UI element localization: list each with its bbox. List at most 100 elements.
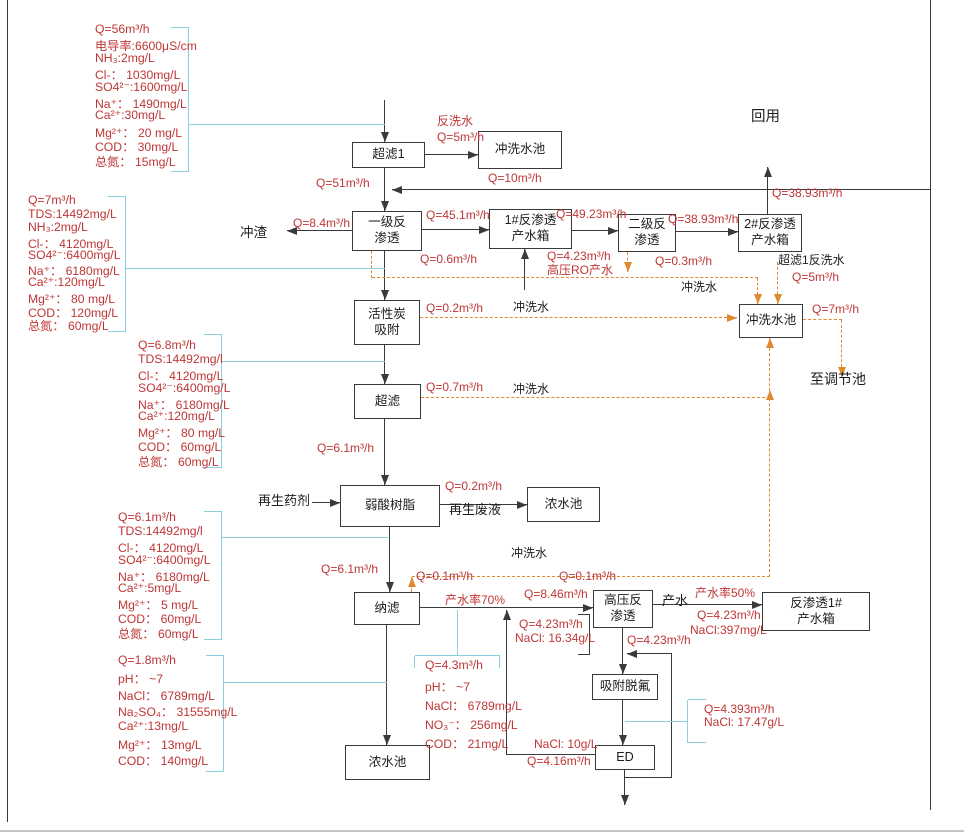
label-regen-agent: 再生药剂 bbox=[258, 493, 311, 508]
label-slag: 冲渣 bbox=[240, 225, 267, 240]
label-flushwater-4: 冲洗水 bbox=[511, 546, 548, 560]
arrowhead bbox=[392, 185, 402, 194]
param-line: Cl-： 4120mg/L bbox=[118, 541, 204, 556]
label-q8-46: Q=8.46m³/h bbox=[524, 587, 588, 601]
label-q0-1-b: Q=0.1m³/h bbox=[559, 569, 617, 583]
arrowhead bbox=[773, 294, 782, 304]
label-q6-1-lower: Q=6.1m³/h bbox=[321, 562, 379, 576]
label-q10: Q=10m³/h bbox=[488, 171, 542, 185]
box-adsorption-defluorination: 吸附脱氟 bbox=[592, 674, 658, 700]
wash-line bbox=[841, 320, 843, 377]
param-line: NH₃:2mg/L bbox=[95, 50, 155, 65]
arrowhead bbox=[752, 600, 762, 609]
param-line: Mg²⁺： 13mg/L bbox=[118, 737, 202, 752]
label-q5-right: Q=5m³/h bbox=[792, 270, 840, 284]
arrowhead bbox=[618, 735, 627, 745]
box-second-stage-ro: 二级反 渗透 bbox=[618, 214, 676, 252]
flow-line bbox=[384, 251, 386, 300]
label-q4-393: Q=4.393m³/h bbox=[704, 702, 775, 716]
param-line: Ca²⁺:120mg/L bbox=[28, 275, 105, 290]
bracket-line bbox=[625, 721, 688, 723]
param-line: Ca²⁺:13mg/L bbox=[118, 718, 189, 733]
param-line: Mg²⁺： 80 mg/L bbox=[138, 426, 226, 441]
param-line: SO4²⁻:6400mg/L bbox=[118, 552, 211, 567]
label-nacl-17-47: NaCl: 17.47g/L bbox=[704, 715, 785, 729]
flow-line bbox=[384, 100, 386, 142]
label-nacl-397: NaCl:397mg/L bbox=[690, 623, 767, 637]
param-line: Q=4.3m³/h bbox=[425, 658, 483, 672]
flow-line bbox=[386, 625, 388, 745]
bracket-line bbox=[125, 197, 127, 332]
label-reuse: 回用 bbox=[751, 109, 780, 125]
param-line: Q=1.8m³/h bbox=[118, 653, 176, 667]
label-nacl-16-34: NaCl: 16.34g/L bbox=[515, 631, 596, 645]
arrowhead bbox=[380, 475, 389, 485]
bracket-line bbox=[222, 361, 385, 363]
arrowhead bbox=[583, 603, 593, 612]
box-high-pressure-ro: 高压反 渗透 bbox=[593, 590, 653, 628]
bracket-line bbox=[206, 655, 224, 657]
arrowhead bbox=[468, 150, 478, 159]
flow-line bbox=[384, 168, 386, 211]
label-q4-23-hpro: Q=4.23m³/h bbox=[547, 249, 611, 263]
param-line: COD： 60mg/L bbox=[118, 612, 202, 627]
label-flushwater-3: 冲洗水 bbox=[513, 382, 550, 396]
param-line: Cl-： 1030mg/L bbox=[95, 68, 181, 83]
param-line: Na⁺： 6180mg/L bbox=[118, 569, 210, 584]
label-q0-6: Q=0.6m³/h bbox=[420, 252, 478, 266]
box-ro-product-tank-1: 1#反渗透 产水箱 bbox=[489, 209, 572, 249]
label-flushwater-1: 冲洗水 bbox=[681, 280, 718, 294]
wash-line bbox=[777, 262, 779, 304]
param-line: COD： 120mg/L bbox=[28, 305, 119, 320]
param-line: Na⁺： 1490mg/L bbox=[95, 96, 187, 111]
param-line: Q=7m³/h bbox=[28, 193, 76, 207]
label-q45-1: Q=45.1m³/h bbox=[426, 208, 490, 222]
flow-line bbox=[767, 167, 769, 214]
flow-line bbox=[671, 654, 673, 778]
param-line: COD： 140mg/L bbox=[118, 754, 209, 769]
param-line: pH： ~7 bbox=[118, 672, 164, 687]
arrowhead bbox=[380, 290, 389, 300]
wash-line bbox=[372, 277, 758, 279]
label-to-regulating-pool: 至调节池 bbox=[810, 371, 866, 387]
wash-line bbox=[421, 397, 770, 399]
param-line: NH₃:2mg/L bbox=[28, 220, 88, 235]
bracket-line bbox=[688, 742, 706, 744]
flow-line bbox=[627, 653, 672, 655]
label-flushwater-2: 冲洗水 bbox=[513, 300, 550, 314]
label-q0-3: Q=0.3m³/h bbox=[655, 254, 713, 268]
box-weak-acid-resin: 弱酸树脂 bbox=[340, 485, 440, 527]
bracket-line bbox=[222, 537, 388, 539]
arrowhead bbox=[380, 201, 389, 211]
flow-line bbox=[572, 230, 618, 232]
arrowhead bbox=[727, 313, 737, 322]
bracket-line bbox=[221, 512, 223, 640]
bracket-line bbox=[223, 656, 225, 772]
param-line: Cl-： 4120mg/L bbox=[28, 237, 114, 252]
param-line: TDS:14492mg/l bbox=[138, 352, 223, 367]
arrowhead bbox=[287, 226, 297, 235]
param-line: 总氮： 60mg/L bbox=[138, 454, 219, 469]
box-concentrate-pool-bottom: 浓水池 bbox=[345, 745, 430, 780]
bracket-line bbox=[221, 335, 223, 468]
bracket-line bbox=[414, 656, 416, 668]
flow-line bbox=[624, 770, 626, 805]
param-line: COD： 21mg/L bbox=[425, 737, 509, 751]
callout-bracket bbox=[578, 654, 590, 656]
param-line: Ca²⁺:30mg/L bbox=[95, 108, 166, 123]
arrowhead bbox=[520, 249, 529, 259]
flow-line bbox=[622, 700, 624, 745]
label-q4-23-recycle: Q=4.23m³/h bbox=[519, 617, 583, 631]
box-concentrate-pool-mid: 浓水池 bbox=[527, 487, 600, 522]
label-q0-7: Q=0.7m³/h bbox=[426, 380, 484, 394]
flow-line bbox=[507, 754, 595, 756]
arrowhead bbox=[380, 132, 389, 142]
arrowhead bbox=[385, 582, 394, 592]
label-backwash: 反洗水 bbox=[437, 114, 474, 128]
param-line: SO4²⁻:6400mg/L bbox=[28, 247, 121, 262]
